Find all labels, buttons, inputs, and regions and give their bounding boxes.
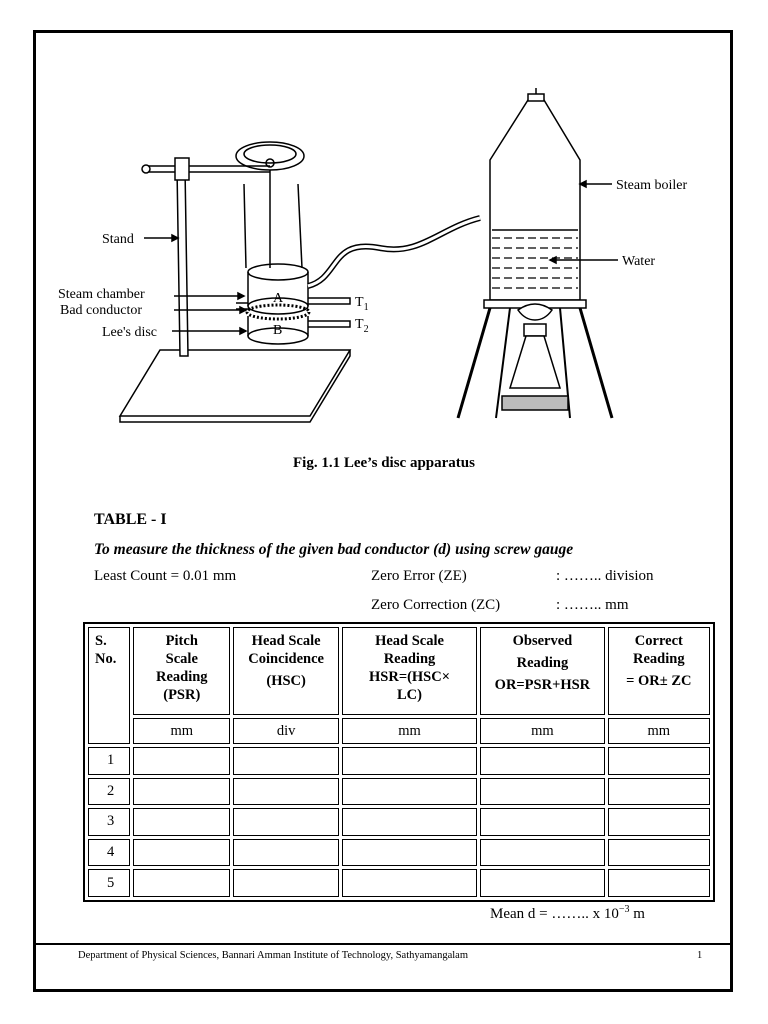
label-b: B	[273, 323, 282, 338]
table-subtitle: To measure the thickness of the given ba…	[94, 541, 574, 558]
data-cell	[341, 777, 478, 806]
label-a: A	[273, 291, 284, 306]
data-cell	[607, 777, 710, 806]
data-cell	[233, 869, 339, 897]
data-cell	[133, 838, 231, 867]
lees-disc-apparatus-figure: Stand Steam chamber Bad conductor Lee's …	[58, 88, 687, 423]
label-t2: T2	[355, 317, 369, 335]
stand-rod	[176, 167, 189, 357]
data-cell	[233, 777, 339, 806]
label-water: Water	[622, 254, 655, 269]
data-cell	[341, 869, 478, 897]
figure-caption: Fig. 1.1 Lee’s disc apparatus	[293, 455, 475, 471]
data-cell	[233, 838, 339, 867]
data-cell	[480, 747, 605, 775]
unit-cell: mm	[341, 718, 478, 744]
steam-boiler	[489, 99, 581, 301]
unit-cell: mm	[480, 718, 605, 744]
row-number: 4	[88, 838, 131, 867]
row-number: 5	[88, 869, 131, 897]
table-row: 2	[88, 777, 710, 806]
row-number: 2	[88, 777, 131, 806]
unit-cell: mm	[607, 718, 710, 744]
data-cell	[480, 777, 605, 806]
data-cell	[607, 747, 710, 775]
data-cell	[480, 869, 605, 897]
header-sno: S.No.	[88, 627, 131, 744]
row-number: 1	[88, 747, 131, 775]
data-cell	[233, 747, 339, 775]
table-row: 3	[88, 808, 710, 836]
label-steam-boiler: Steam boiler	[616, 178, 687, 193]
label-stand: Stand	[102, 232, 134, 247]
data-cell	[480, 838, 605, 867]
label-bad-conductor: Bad conductor	[60, 303, 142, 318]
data-cell	[341, 808, 478, 836]
footer-department: Department of Physical Sciences, Bannari…	[78, 950, 469, 961]
table-row: 1	[88, 747, 710, 775]
data-cell	[480, 808, 605, 836]
label-lees-disc: Lee's disc	[102, 325, 157, 340]
footer-divider	[36, 943, 730, 945]
zero-correction-value: : …….. mm	[556, 597, 629, 613]
table-title: TABLE - I	[94, 511, 167, 528]
row-number: 3	[88, 808, 131, 836]
data-cell	[133, 747, 231, 775]
label-steam-chamber: Steam chamber	[58, 287, 145, 302]
data-cell	[341, 838, 478, 867]
data-cell	[133, 777, 231, 806]
mean-thickness: Mean d = …….. x 10−3 m	[490, 904, 645, 922]
zero-error-value: : …….. division	[556, 568, 654, 584]
data-cell	[133, 869, 231, 897]
data-cell	[341, 747, 478, 775]
table-row: 5	[88, 869, 710, 897]
data-cell	[607, 869, 710, 897]
page-number: 1	[697, 950, 703, 961]
least-count: Least Count = 0.01 mm	[94, 568, 237, 584]
data-cell	[607, 838, 710, 867]
data-cell	[233, 808, 339, 836]
unit-cell: div	[233, 718, 339, 744]
label-t1: T1	[355, 295, 369, 313]
data-cell	[133, 808, 231, 836]
zero-correction-label: Zero Correction (ZC)	[371, 597, 501, 613]
page-border	[33, 30, 733, 992]
unit-cell: mm	[133, 718, 231, 744]
table-row: 4	[88, 838, 710, 867]
data-cell	[607, 808, 710, 836]
zero-error-label: Zero Error (ZE)	[371, 568, 467, 584]
stand-base	[118, 349, 352, 417]
